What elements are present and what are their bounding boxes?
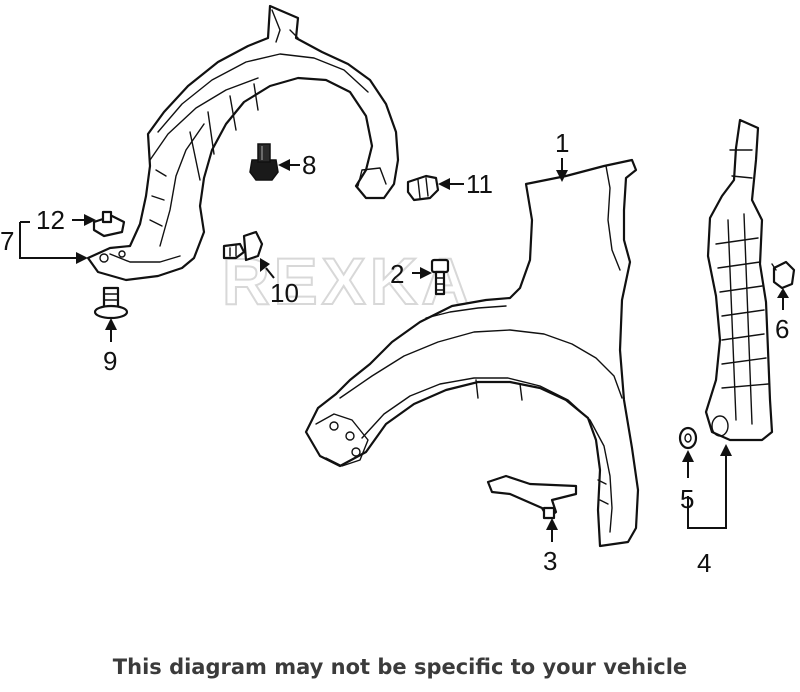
washer-5 bbox=[678, 426, 698, 450]
bolt-2 bbox=[430, 258, 450, 296]
fender-liner bbox=[86, 4, 400, 282]
callout-2: 2 bbox=[390, 259, 404, 289]
callout-7: 7 bbox=[0, 226, 14, 256]
callout-labels: 1 2 3 4 5 6 7 8 9 10 11 12 bbox=[0, 128, 789, 578]
callout-4: 4 bbox=[697, 548, 711, 578]
callout-1: 1 bbox=[555, 128, 569, 158]
screw-grommet-10 bbox=[222, 230, 264, 262]
callout-5: 5 bbox=[680, 484, 694, 514]
disclaimer-text: This diagram may not be specific to your… bbox=[112, 655, 688, 679]
push-clip-8 bbox=[249, 143, 279, 181]
clip-6 bbox=[771, 260, 796, 290]
callout-9: 9 bbox=[103, 346, 117, 376]
fender-seal bbox=[704, 118, 774, 442]
callout-3: 3 bbox=[543, 546, 557, 576]
callout-6: 6 bbox=[775, 314, 789, 344]
bracket-3 bbox=[486, 474, 578, 520]
leader-lines bbox=[19, 158, 789, 542]
callout-11: 11 bbox=[466, 169, 493, 199]
bolt-9 bbox=[93, 286, 129, 320]
callout-8: 8 bbox=[302, 150, 316, 180]
callout-10: 10 bbox=[270, 278, 299, 308]
push-pin-11 bbox=[406, 174, 440, 202]
clip-nut-12 bbox=[92, 210, 126, 238]
callout-12: 12 bbox=[36, 205, 65, 235]
front-fender bbox=[304, 158, 640, 548]
watermark: REXKA bbox=[222, 244, 473, 318]
